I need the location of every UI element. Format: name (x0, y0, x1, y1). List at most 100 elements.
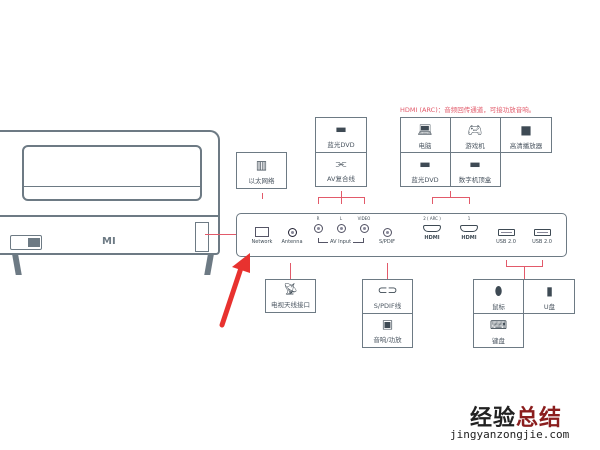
diagram-element (255, 227, 269, 237)
port-panel (236, 213, 567, 257)
diagram-element: 📡︎电视天线接口 (266, 280, 315, 312)
av-input-label: AV Input (328, 239, 354, 245)
set-top-box-icon: ▬ (469, 157, 481, 171)
connector-line (341, 191, 342, 197)
diagram-element: ▬ 蓝光DVD (400, 152, 450, 187)
diagram-element: 💻︎ 电脑 (400, 117, 450, 153)
antenna-port[interactable]: Antenna (275, 225, 309, 245)
diagram-element (359, 221, 369, 235)
diagram-element (382, 227, 392, 237)
diagram-element (336, 223, 346, 233)
diagram-element (473, 313, 524, 348)
diagram-element: VIDEO (357, 216, 371, 221)
device-label: 游戏机 (465, 142, 485, 150)
hdmi-arc-note: HDMI (ARC)：音频回传通道，可接功放音响。 (400, 106, 536, 114)
diagram-element (460, 224, 478, 232)
diagram-element (533, 225, 551, 239)
connector-line (341, 197, 342, 204)
connector-line (262, 193, 263, 199)
av-video-port[interactable]: VIDEO (347, 216, 381, 235)
connector-line (364, 197, 365, 204)
connector-line (524, 266, 525, 279)
diagram-element (195, 222, 209, 252)
diagram-element (423, 221, 441, 235)
red-arrow-icon (219, 253, 250, 328)
connector-line (542, 260, 543, 266)
tv-panel (22, 145, 202, 201)
connector-line (318, 197, 319, 204)
device-network: ▥ 以太网络 (236, 152, 287, 189)
watermark-url: jingyanzongjie.com (450, 428, 570, 441)
media-player-icon: ■ (520, 123, 532, 137)
diagram-element: ▬ 蓝光DVD (316, 118, 366, 153)
connector-line (432, 197, 470, 198)
device-label: 音响/功放 (373, 336, 402, 344)
tv-frame (0, 130, 220, 220)
diagram-element (232, 253, 250, 273)
device-label: 键盘 (492, 337, 505, 345)
diagram-element: ⬮ 鼠标 (473, 279, 524, 314)
diagram-element: Antenna (281, 239, 303, 245)
av-l-port[interactable]: L (324, 216, 358, 235)
device-antenna: 📡︎电视天线接口 (265, 279, 316, 313)
diagram-element: 1 (467, 216, 471, 221)
device-label: 高清播放器 (509, 142, 543, 150)
laptop-icon: 💻︎ (417, 123, 433, 137)
device-label: 以太网络 (248, 177, 275, 185)
spdif-port[interactable]: S/PDIF (370, 225, 404, 245)
device-label: 鼠标 (492, 303, 505, 311)
connector-line (469, 197, 470, 204)
usb-port-2[interactable]: USB 2.0 (525, 225, 559, 245)
diagram-element (219, 262, 245, 328)
diagram-element: Network (251, 239, 273, 245)
satellite-dish-icon: 📡︎ (282, 282, 299, 296)
usb-port-1[interactable]: USB 2.0 (489, 225, 523, 245)
device-label: 数字机顶盒 (458, 176, 492, 184)
diagram-element: USB 2.0 (496, 239, 516, 245)
diagram-element (533, 228, 551, 236)
mouse-icon: ⬮ (494, 284, 503, 298)
diagram-element: 🎮︎ 游戏机 (450, 117, 500, 153)
diagram-element (22, 186, 202, 192)
tv-leg (12, 255, 22, 275)
diagram-element: R (316, 216, 320, 221)
diagram-element (500, 117, 502, 153)
diagram-element (497, 225, 515, 239)
diagram-element (460, 221, 478, 235)
device-spdif-group: ⊂⊃S/PDIF线 ▣音响/功放 (362, 279, 413, 348)
diagram-element (523, 279, 525, 314)
diagram-element: 2 ( ARC ) (423, 216, 441, 221)
av-cable-icon: ⫘ (335, 156, 347, 170)
hdmi-2-arc-port[interactable]: 2 ( ARC ) HDMI (415, 216, 449, 241)
spdif-cable-icon: ⊂⊃ (377, 283, 398, 297)
gamepad-icon: 🎮︎ (467, 123, 483, 137)
diagram-element (28, 238, 40, 247)
network-port[interactable]: Network (245, 225, 279, 245)
diagram-element (313, 223, 323, 233)
device-label: AV复合线 (327, 175, 355, 183)
diagram-element (423, 224, 441, 232)
connector-line (205, 234, 237, 235)
diagram-element (313, 221, 323, 235)
av-r-port[interactable]: R (301, 216, 335, 235)
diagram-element: ▣ 音响/功放 (363, 314, 412, 347)
connector-line (450, 191, 451, 197)
diagram-element (287, 225, 297, 239)
connector-line (387, 263, 388, 279)
device-label: 蓝光DVD (411, 176, 439, 184)
speaker-icon: ▣ (381, 317, 394, 331)
diagram-element: S/PDIF (378, 239, 396, 245)
diagram-element: 经验 (470, 406, 517, 431)
tv-body (0, 215, 220, 255)
diagram-element (450, 117, 452, 187)
tv-logo: MI (102, 236, 116, 247)
dvd-player-icon: ▬ (419, 157, 431, 171)
diagram-element: HDMI (424, 235, 440, 241)
connector-line (506, 260, 507, 266)
diagram-element (497, 228, 515, 236)
diagram-element: ▮U盘 (524, 279, 575, 314)
device-label: 电脑 (418, 142, 432, 150)
diagram-element: ⫘ AV复合线 (316, 153, 366, 186)
diagram-element (359, 223, 369, 233)
